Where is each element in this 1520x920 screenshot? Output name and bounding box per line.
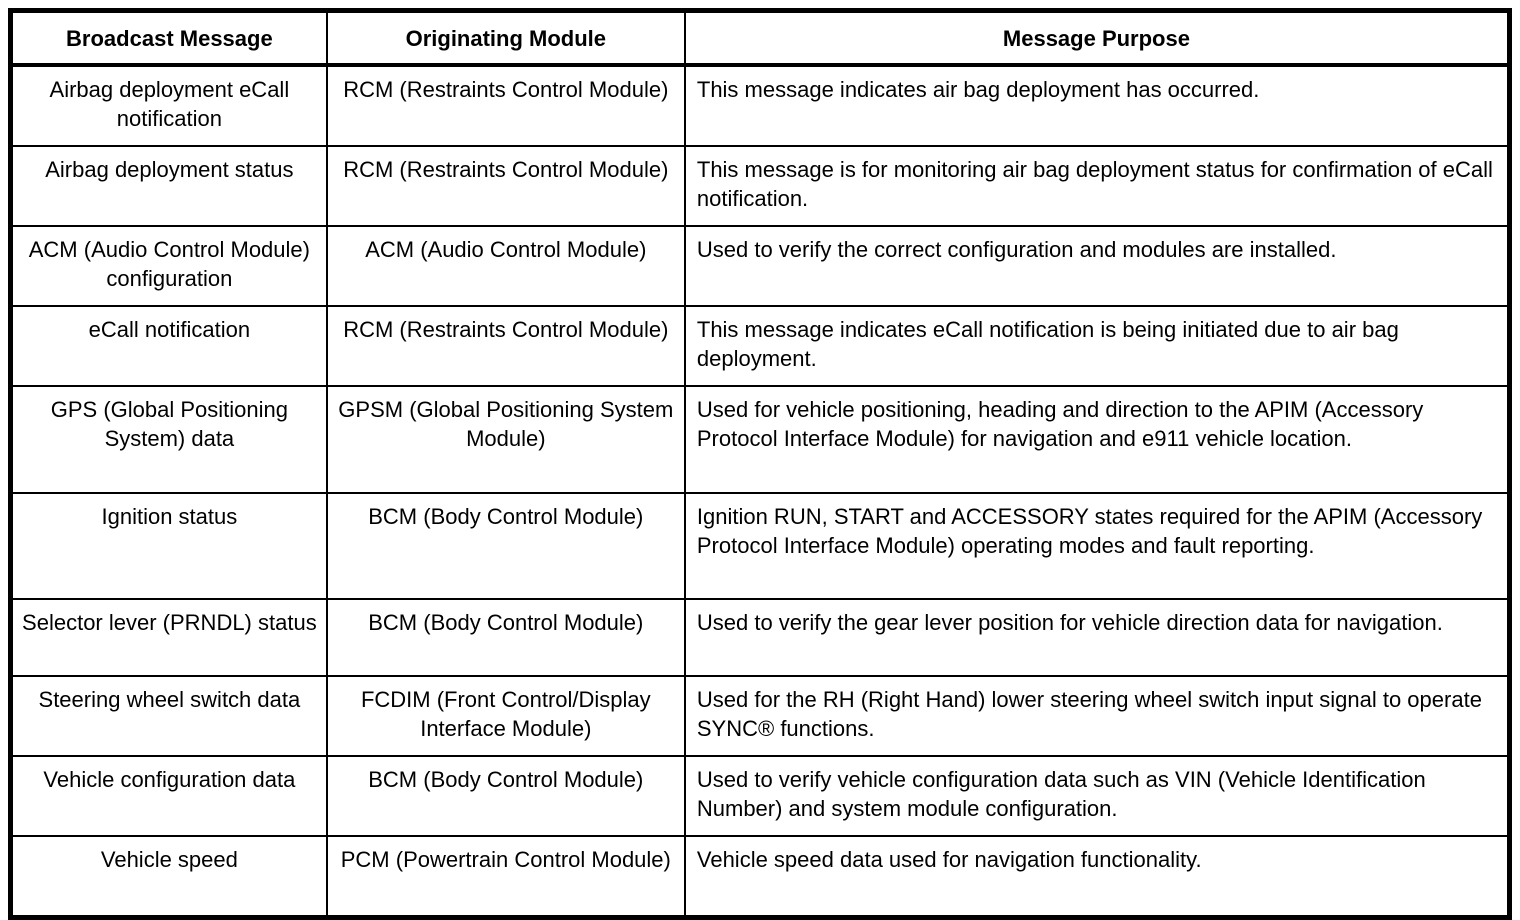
broadcast-message-cell: Steering wheel switch data xyxy=(9,675,328,757)
originating-module-cell: BCM (Body Control Module) xyxy=(325,492,686,600)
message-purpose-cell: Vehicle speed data used for navigation f… xyxy=(683,835,1511,918)
broadcast-message-cell: Vehicle speed xyxy=(9,835,328,918)
broadcast-message-cell: Airbag deployment eCall notification xyxy=(9,64,328,147)
originating-module-cell: RCM (Restraints Control Module) xyxy=(325,305,686,387)
originating-module-cell: FCDIM (Front Control/Display Interface M… xyxy=(325,675,686,757)
broadcast-message-cell: eCall notification xyxy=(9,305,328,387)
message-purpose-cell: This message indicates eCall notificatio… xyxy=(683,305,1511,387)
message-purpose-cell: Used to verify the gear lever position f… xyxy=(683,598,1511,677)
originating-module-cell: BCM (Body Control Module) xyxy=(325,598,686,677)
column-header-originating-module: Originating Module xyxy=(325,9,686,67)
message-purpose-cell: This message is for monitoring air bag d… xyxy=(683,145,1511,227)
column-header-message-purpose: Message Purpose xyxy=(683,9,1511,67)
column-header-broadcast-message: Broadcast Message xyxy=(9,9,328,67)
message-purpose-cell: Used to verify the correct configuration… xyxy=(683,225,1511,307)
broadcast-message-cell: Selector lever (PRNDL) status xyxy=(9,598,328,677)
originating-module-cell: ACM (Audio Control Module) xyxy=(325,225,686,307)
message-purpose-cell: Ignition RUN, START and ACCESSORY states… xyxy=(683,492,1511,600)
document-page: Broadcast Message Originating Module Mes… xyxy=(8,8,1512,920)
message-purpose-cell: Used to verify vehicle configuration dat… xyxy=(683,755,1511,837)
broadcast-message-cell: GPS (Global Positioning System) data xyxy=(9,385,328,494)
originating-module-cell: GPSM (Global Positioning System Module) xyxy=(325,385,686,494)
broadcast-message-cell: Ignition status xyxy=(9,492,328,600)
broadcast-message-table: Broadcast Message Originating Module Mes… xyxy=(8,8,1512,920)
message-purpose-cell: This message indicates air bag deploymen… xyxy=(683,64,1511,147)
originating-module-cell: PCM (Powertrain Control Module) xyxy=(325,835,686,918)
broadcast-message-cell: Airbag deployment status xyxy=(9,145,328,227)
table-row: ACM (Audio Control Module) configuration… xyxy=(9,225,1511,307)
message-purpose-cell: Used for the RH (Right Hand) lower steer… xyxy=(683,675,1511,757)
broadcast-message-cell: ACM (Audio Control Module) configuration xyxy=(9,225,328,307)
broadcast-message-cell: Vehicle configuration data xyxy=(9,755,328,837)
message-purpose-cell: Used for vehicle positioning, heading an… xyxy=(683,385,1511,494)
originating-module-cell: RCM (Restraints Control Module) xyxy=(325,64,686,147)
header-row: Broadcast Message Originating Module Mes… xyxy=(9,9,1511,67)
originating-module-cell: RCM (Restraints Control Module) xyxy=(325,145,686,227)
originating-module-cell: BCM (Body Control Module) xyxy=(325,755,686,837)
